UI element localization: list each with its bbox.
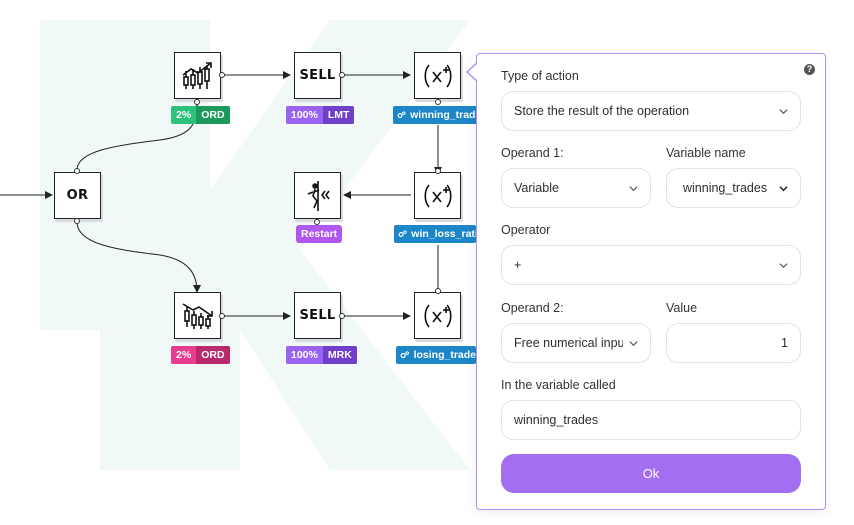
buy-bottom-port[interactable] [194, 99, 200, 105]
restart-badge[interactable]: Restart [296, 225, 343, 243]
variable-icon [423, 183, 452, 208]
buy-pct: 2% [176, 109, 192, 121]
variable-bottom-node[interactable] [414, 292, 461, 339]
variable-top-badge[interactable]: winning_trades [393, 106, 477, 124]
drop-right-port[interactable] [219, 313, 225, 319]
restart-node[interactable] [294, 172, 341, 219]
in-variable-label: In the variable called [501, 378, 616, 392]
drop-type: ORD [196, 346, 230, 364]
operand1-value: Variable [514, 181, 559, 195]
type-of-action-label: Type of action [501, 69, 579, 83]
variable-icon [423, 63, 452, 88]
chevron-down-icon [779, 262, 788, 268]
falling-chart-icon [182, 302, 213, 329]
buy-order-badge[interactable]: 2% ORD [171, 106, 230, 124]
operator-label: Operator [501, 223, 551, 237]
sell-bottom-right-port[interactable] [339, 313, 345, 319]
sell-top-right-port[interactable] [339, 72, 345, 78]
operand2-select[interactable]: Free numerical input [501, 323, 651, 363]
value-input[interactable]: 1 [666, 323, 801, 363]
chevron-down-icon [629, 185, 638, 191]
chevron-down-icon [629, 340, 638, 346]
operand1-label: Operand 1: [501, 146, 564, 160]
operand1-select[interactable]: Variable [501, 168, 651, 208]
ok-button[interactable]: Ok [501, 454, 801, 493]
variable-mid-badge[interactable]: win_loss_ratio [394, 225, 476, 243]
sell-top-type: LMT [322, 106, 355, 124]
restart-bottom-port[interactable] [314, 219, 320, 225]
variable-mid-name: win_loss_ratio [411, 228, 476, 240]
operand2-label: Operand 2: [501, 301, 564, 315]
variable-top-port[interactable] [435, 99, 441, 105]
variable-name-value: winning_trades [683, 181, 768, 195]
variable-mid-top-port[interactable] [435, 168, 441, 174]
sell-top-label: SELL [299, 68, 336, 83]
drop-chart-node[interactable] [174, 292, 221, 339]
restart-label: Restart [301, 228, 338, 240]
variable-name-label: Variable name [666, 146, 746, 160]
variable-name-select[interactable]: winning_trades [666, 168, 801, 208]
buy-type: ORD [196, 106, 230, 124]
variable-top-name: winning_trades [410, 109, 477, 121]
help-icon[interactable]: ? [804, 64, 815, 75]
sell-bottom-type: MRK [322, 346, 357, 364]
sell-top-badge[interactable]: 100% LMT [286, 106, 355, 124]
gears-icon [397, 111, 406, 118]
sell-top-pct: 100% [291, 109, 318, 121]
type-of-action-value: Store the result of the operation [514, 104, 690, 118]
or-bottom-port[interactable] [74, 218, 80, 224]
or-top-port[interactable] [74, 168, 80, 174]
buy-right-port[interactable] [219, 72, 225, 78]
value-label: Value [666, 301, 698, 315]
chevron-down-icon [779, 108, 788, 114]
operator-select[interactable]: + [501, 245, 801, 285]
drop-pct: 2% [176, 349, 192, 361]
in-variable-input[interactable]: winning_trades [501, 400, 801, 440]
variable-bottom-top-port[interactable] [435, 288, 441, 294]
in-variable-value: winning_trades [514, 413, 599, 427]
value-input-value: 1 [781, 336, 788, 350]
rising-chart-icon [182, 61, 212, 89]
chevron-down-icon [779, 185, 788, 191]
variable-mid-node[interactable] [414, 172, 461, 219]
sell-bottom-label: SELL [299, 308, 336, 323]
sell-bottom-pct: 100% [291, 349, 318, 361]
variable-icon [423, 303, 452, 328]
variable-top-node[interactable] [414, 52, 461, 99]
sell-bottom-node[interactable]: SELL [294, 292, 341, 339]
variable-bottom-badge[interactable]: losing_trades [396, 346, 476, 364]
gears-icon [400, 350, 409, 358]
sell-bottom-badge[interactable]: 100% MRK [286, 346, 357, 364]
variable-bottom-name: losing_trades [413, 349, 476, 361]
operand2-value: Free numerical input [514, 336, 623, 350]
restart-runner-icon [307, 180, 330, 211]
sell-top-node[interactable]: SELL [294, 52, 341, 99]
action-settings-panel: ? Type of action Store the result of the… [476, 53, 826, 510]
type-of-action-select[interactable]: Store the result of the operation [501, 91, 801, 131]
operator-value: + [514, 258, 522, 272]
gears-icon [398, 229, 407, 237]
panel-pointer-inner [468, 63, 478, 81]
drop-order-badge[interactable]: 2% ORD [171, 346, 230, 364]
or-node[interactable]: OR [54, 172, 101, 219]
or-node-label: OR [66, 188, 89, 203]
buy-chart-node[interactable] [174, 52, 221, 99]
